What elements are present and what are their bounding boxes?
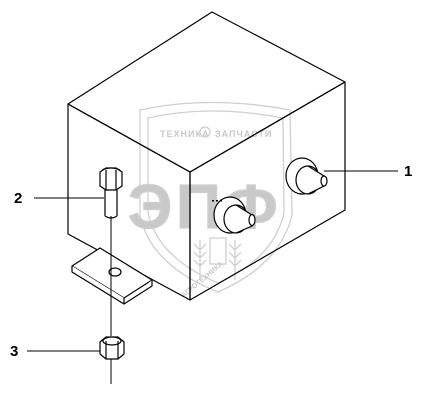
watermark-gear-icon — [199, 126, 211, 138]
bolt — [99, 167, 123, 219]
bolt-shaft — [104, 190, 118, 216]
box-housing — [67, 11, 346, 301]
callout-3-label: 3 — [10, 343, 18, 360]
callout-2-label: 2 — [14, 190, 22, 207]
terminal-stud-lower — [213, 196, 256, 234]
front-face-markings — [212, 200, 222, 202]
watermark-main-text: ЭПФ — [128, 173, 282, 242]
box-top-face — [67, 11, 346, 173]
box-front-face — [189, 81, 346, 301]
mounting-bracket — [71, 247, 153, 305]
nut — [99, 336, 125, 360]
watermark-shield-inner — [147, 110, 285, 284]
watermark-wheat-icon — [193, 240, 242, 280]
watermark-text-left: ТЕХНИКА — [160, 129, 209, 139]
bolt-head — [99, 167, 123, 191]
watermark-building-icon — [209, 237, 227, 265]
watermark-text-right: ЗАПЧАСТИ — [215, 129, 272, 139]
terminal-stud-upper — [285, 157, 328, 195]
callout-1-label: 1 — [404, 163, 412, 180]
bracket-hole — [108, 267, 122, 277]
